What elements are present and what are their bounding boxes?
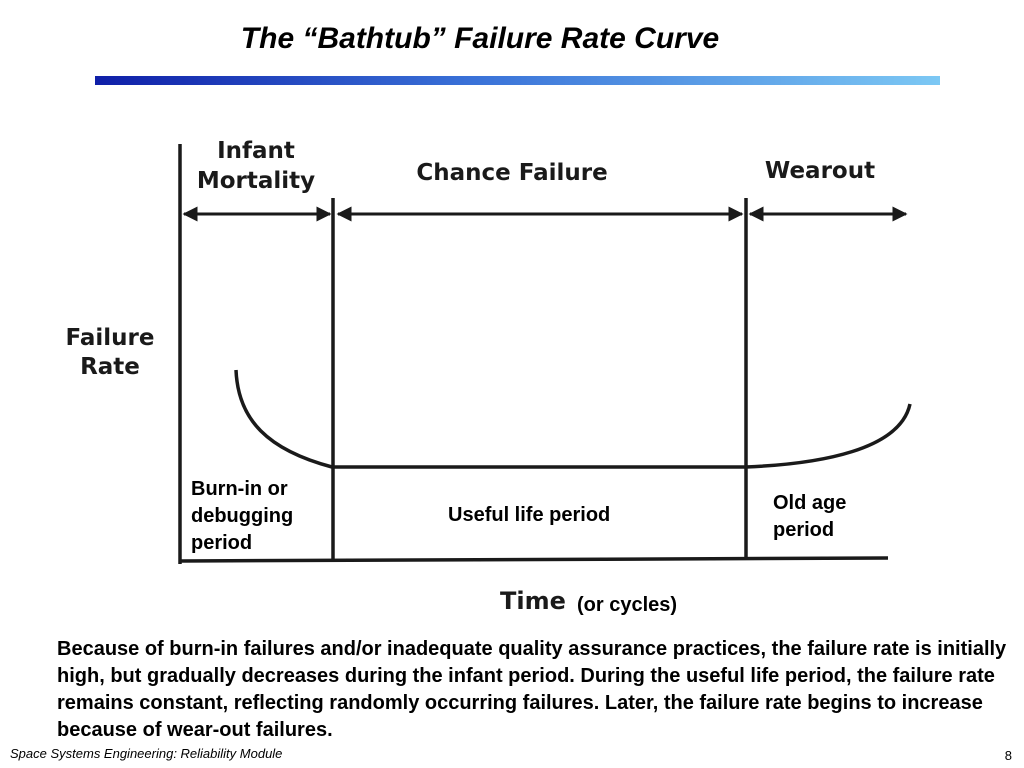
y-axis-label-line2: Rate <box>80 354 140 380</box>
page-number: 8 <box>1004 748 1012 763</box>
x-axis-label: Time <box>500 587 566 615</box>
old-age-label: Old age period <box>773 490 846 544</box>
chance-failure-header: Chance Failure <box>416 160 607 186</box>
x-axis-note: (or cycles) <box>577 594 678 616</box>
footer-text: Space Systems Engineering: Reliability M… <box>10 746 283 761</box>
burn-in-label-line1: Burn-in or <box>191 478 288 500</box>
slide-title: The “Bathtub” Failure Rate Curve <box>240 22 720 55</box>
y-axis-label-line1: Failure <box>66 325 155 351</box>
old-age-label-line2: period <box>773 519 835 541</box>
burn-in-label: Burn-in or debugging period <box>191 476 293 557</box>
burn-in-label-line2: debugging <box>191 505 294 527</box>
burn-in-label-line3: period <box>191 532 253 554</box>
bathtub-diagram: Infant Mortality Chance Failure Wearout … <box>66 138 912 615</box>
bathtub-curve <box>234 369 912 469</box>
wearout-header: Wearout <box>765 158 875 184</box>
caption-paragraph: Because of burn-in failures and/or inade… <box>57 638 1007 741</box>
old-age-label-line1: Old age <box>773 492 847 514</box>
title-underline-bar <box>95 76 940 85</box>
x-axis <box>179 556 889 563</box>
infant-header-line1: Infant <box>217 138 295 164</box>
infant-header-line2: Mortality <box>197 168 315 194</box>
useful-life-label: Useful life period <box>448 504 611 526</box>
